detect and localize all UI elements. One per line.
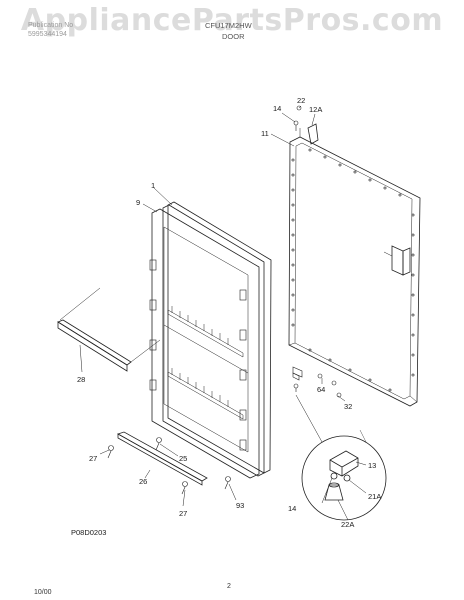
hinge-detail-callout [295, 394, 387, 521]
label-part-1: 1 [151, 181, 156, 190]
publication-label: Publication No [28, 22, 74, 29]
label-part-64: 64 [317, 385, 326, 394]
panel-holes [291, 148, 415, 392]
label-part-93: 93 [236, 501, 245, 510]
section-title: DOOR [222, 32, 245, 41]
screws [107, 105, 342, 495]
figure-code: P08D0203 [71, 528, 107, 537]
label-part-22: 22 [297, 96, 306, 105]
label-part-21a: 21A [368, 492, 382, 501]
door-handle [383, 245, 411, 276]
label-part-9: 9 [136, 198, 141, 207]
publication-number: 5995344194 [28, 31, 67, 38]
label-part-25: 25 [179, 454, 188, 463]
model-number: CFU17M2HW [205, 21, 252, 30]
label-part-26: 26 [139, 477, 148, 486]
label-part-11: 11 [261, 129, 269, 138]
door-gasket [162, 201, 272, 477]
outer-door-panel [288, 136, 421, 407]
watermark: AppliancePartsPros.com [20, 3, 444, 38]
footer-date: 10/00 [34, 589, 52, 596]
label-part-14-detail: 14 [288, 504, 297, 513]
footer-page-number: 2 [227, 583, 231, 590]
label-part-32: 32 [344, 402, 353, 411]
liner-shelf-racks [167, 306, 244, 420]
leader-lines [79, 105, 367, 521]
label-part-22a: 22A [341, 520, 355, 529]
label-part-27-bottom: 27 [179, 509, 188, 518]
bottom-hinge-bracket [292, 366, 303, 381]
label-part-28: 28 [77, 375, 86, 384]
door-rack-bar [57, 287, 161, 372]
label-part-14: 14 [273, 104, 282, 113]
label-part-27-left: 27 [89, 454, 98, 463]
label-part-13: 13 [368, 461, 377, 470]
label-part-12a: 12A [309, 105, 323, 114]
top-hinge [299, 123, 319, 145]
shelf-clips [149, 259, 247, 451]
inner-liner [151, 208, 260, 479]
bottom-rack-bar [117, 431, 208, 486]
